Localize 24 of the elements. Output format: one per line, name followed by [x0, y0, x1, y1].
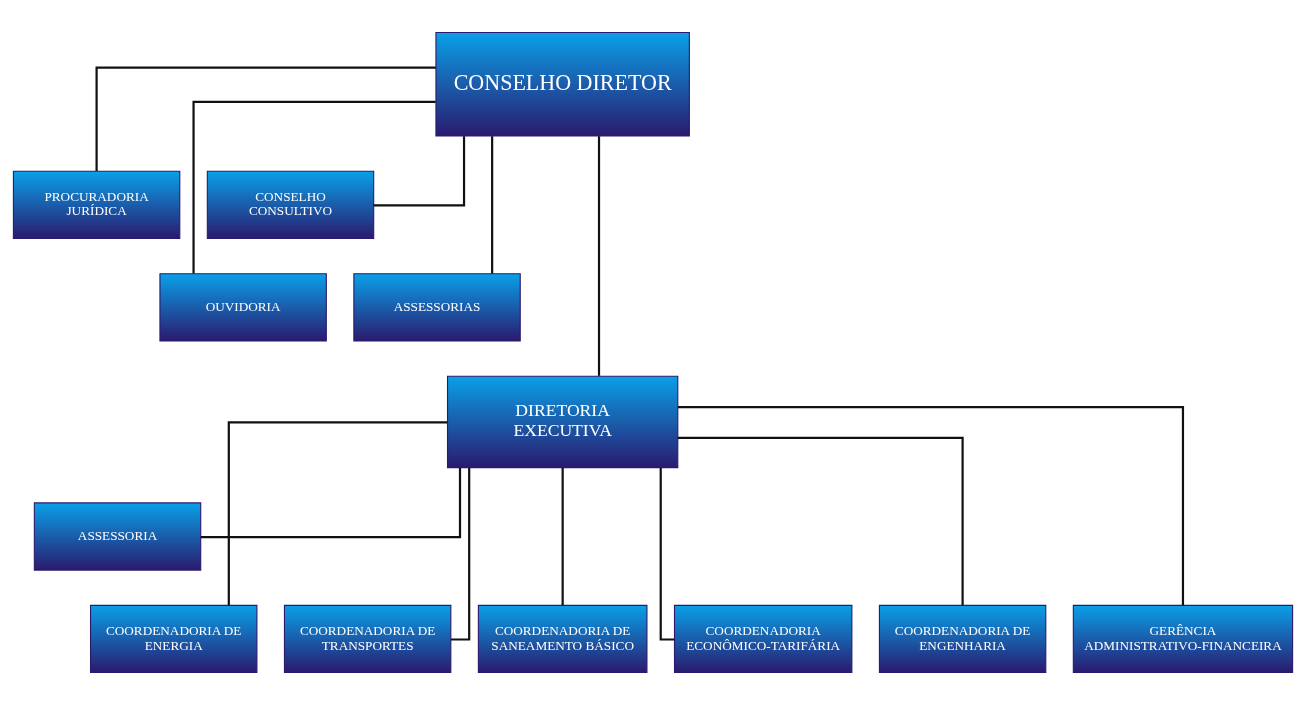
node-box: COORDENADORIA DE ENERGIA: [89, 604, 257, 674]
node-box: CONSELHO CONSULTIVO: [206, 170, 374, 239]
connector: [227, 421, 447, 606]
node-box: COORDENADORIA DE ENGENHARIA: [878, 604, 1046, 674]
node-box: PROCURADORIA JURÍDICA: [12, 170, 180, 239]
connector: [677, 436, 964, 606]
connector: [373, 136, 465, 207]
node-box: OUVIDORIA: [158, 273, 327, 342]
connector: [561, 467, 564, 606]
connector: [677, 405, 1184, 606]
node-box: COORDENADORIA DE TRANSPORTES: [283, 604, 451, 674]
node-box: DIRETORIA EXECUTIVA: [446, 375, 678, 469]
node-box: COORDENADORIA ECONÔMICO-TARIFÁRIA: [673, 604, 852, 674]
node-box: COORDENADORIA DE SANEAMENTO BÁSICO: [477, 604, 647, 674]
connector: [200, 467, 461, 539]
connector: [95, 66, 436, 171]
node-box: ASSESSORIA: [33, 502, 201, 571]
node-box: CONSELHO DIRETOR: [434, 31, 690, 137]
node-box: ASSESSORIAS: [352, 273, 521, 342]
node-box: GERÊNCIA ADMINISTRATIVO-FINANCEIRA: [1072, 604, 1293, 674]
connector: [191, 100, 436, 274]
connector: [490, 136, 493, 274]
connector: [659, 468, 674, 641]
connector: [597, 136, 600, 376]
